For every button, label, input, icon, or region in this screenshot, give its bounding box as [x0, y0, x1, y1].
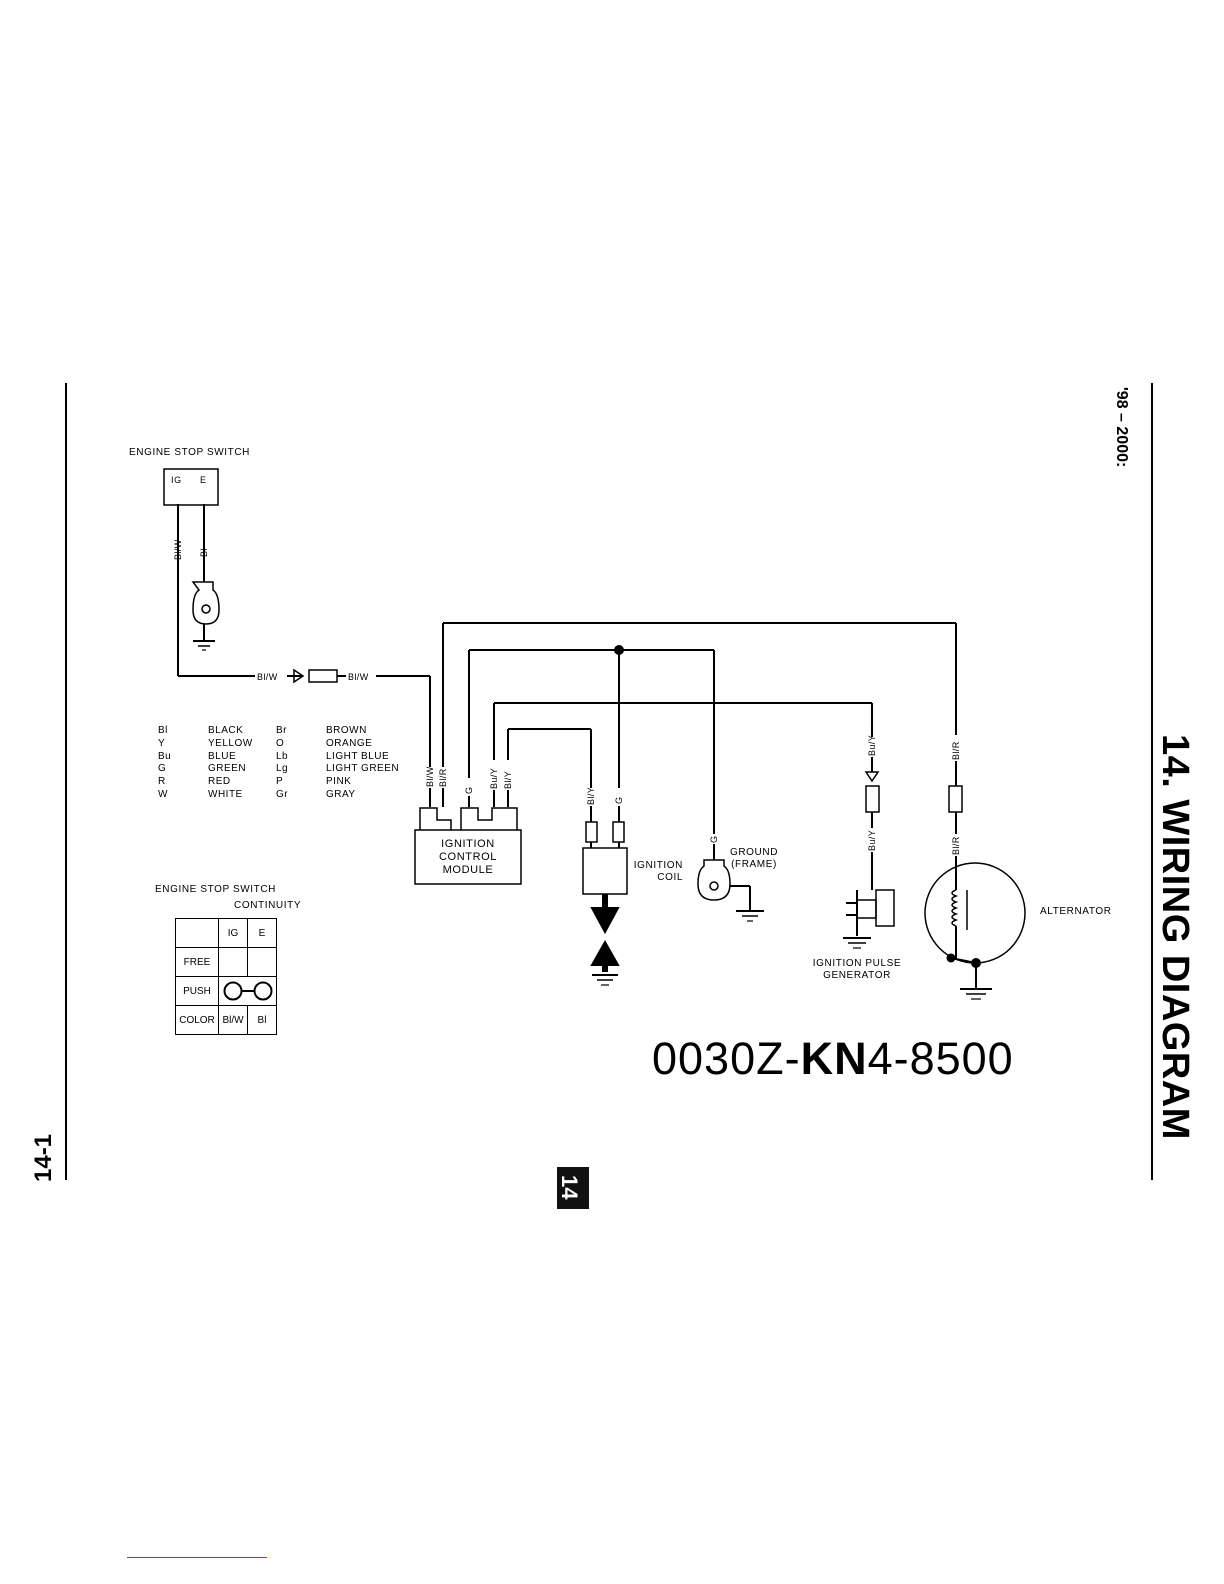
- switch-terminal-e: E: [200, 475, 207, 485]
- continuity-col-e: E: [247, 918, 277, 948]
- pulse-connector-arrow: [864, 771, 880, 783]
- table-cell: [247, 947, 277, 977]
- switch-terminal-ig: IG: [171, 475, 182, 485]
- switch-wire-right-label: Bl: [199, 548, 209, 557]
- icm-label: IGNITION CONTROL MODULE: [415, 838, 521, 877]
- alt-wire-bottom-label: Bl/R: [951, 836, 961, 855]
- continuity-title-line2: CONTINUITY: [234, 900, 302, 911]
- icm-wire-g-label: G: [464, 787, 474, 794]
- main-wire-left-label: Bl/W: [257, 672, 278, 682]
- icm-connector-left: [419, 807, 452, 830]
- icm-label-line3: MODULE: [442, 864, 494, 876]
- coil-label-line1: IGNITION: [633, 860, 683, 871]
- pulse-connector: [865, 785, 880, 813]
- alternator-coil: [951, 889, 959, 927]
- pulse-label-line2: GENERATOR: [823, 970, 891, 981]
- coil-wire-g-label: G: [614, 797, 624, 804]
- bottom-link-underline: [127, 1557, 267, 1558]
- spark-arrow-down: [590, 907, 620, 935]
- icm-label-line1: IGNITION: [441, 838, 495, 850]
- bullet-connector-arrow: [293, 668, 305, 684]
- alternator-connector: [948, 785, 963, 813]
- icm-label-line2: CONTROL: [439, 851, 497, 863]
- table-cell: [175, 918, 219, 948]
- ignition-coil-box: [582, 847, 628, 895]
- pulse-label-line1: IGNITION PULSE: [812, 958, 902, 969]
- main-wire-right-label: Bl/W: [348, 672, 369, 682]
- pulse-generator-body: [875, 889, 895, 927]
- continuity-link-icon: [223, 981, 272, 1001]
- table-cell: [218, 947, 248, 977]
- ground-label-line1: GROUND: [729, 847, 779, 858]
- icm-box: [414, 829, 522, 885]
- pulse-wire-bottom-label: Bu/Y: [867, 830, 877, 851]
- engine-stop-switch-box: [163, 468, 219, 506]
- pulse-generator-label: IGNITION PULSE GENERATOR: [797, 958, 917, 982]
- alternator-circle: [924, 862, 1026, 964]
- switch-wire-left-label: Bl/W: [173, 539, 183, 560]
- ground-label-line2: (FRAME): [731, 859, 777, 870]
- part-number-suffix: 4-8500: [867, 1033, 1014, 1084]
- icm-wire-br-label: Bl/R: [438, 768, 448, 787]
- pulse-wire-top-label: Bu/Y: [867, 735, 877, 756]
- section-tab: 14: [557, 1167, 589, 1209]
- right-margin-rule: [1151, 383, 1153, 1180]
- continuity-title-line1: ENGINE STOP SWITCH: [155, 884, 277, 895]
- continuity-push-symbol: [218, 976, 277, 1006]
- alternator-label: ALTERNATOR: [1040, 906, 1112, 917]
- coil-label-line2: COIL: [657, 872, 683, 883]
- ignition-coil-label: IGNITION COIL: [631, 860, 683, 884]
- alt-wire-top-label: Bl/R: [951, 741, 961, 760]
- part-number-model: KN: [800, 1033, 868, 1084]
- part-number-prefix: 0030Z-: [652, 1033, 801, 1084]
- icm-wire-bly-label: Bl/Y: [503, 771, 513, 789]
- icm-wire-bw-label: Bl/W: [425, 766, 435, 787]
- engine-stop-switch-title: ENGINE STOP SWITCH: [129, 447, 251, 458]
- continuity-color-ig: Bl/W: [218, 1005, 248, 1035]
- ground-frame-label: GROUND (FRAME): [724, 847, 784, 871]
- continuity-color-e: Bl: [247, 1005, 277, 1035]
- ground-frame-lug: [697, 859, 731, 901]
- continuity-row-color: COLOR: [175, 1005, 219, 1035]
- left-margin-rule: [65, 383, 67, 1180]
- continuity-row-push: PUSH: [175, 976, 219, 1006]
- bullet-connector: [308, 669, 338, 683]
- continuity-row-free: FREE: [175, 947, 219, 977]
- continuity-table: IG E FREE PUSH COLOR Bl/W Bl: [175, 918, 277, 1035]
- continuity-col-ig: IG: [218, 918, 248, 948]
- ground-wire-g-label: G: [709, 836, 719, 843]
- part-number: 0030Z-KN4-8500: [652, 1036, 1014, 1081]
- stop-switch-ground-lug: [191, 581, 220, 625]
- icm-connector-right: [460, 807, 518, 830]
- icm-wire-buy-label: Bu/Y: [489, 768, 499, 789]
- coil-wire-bly-label: Bl/Y: [586, 787, 596, 805]
